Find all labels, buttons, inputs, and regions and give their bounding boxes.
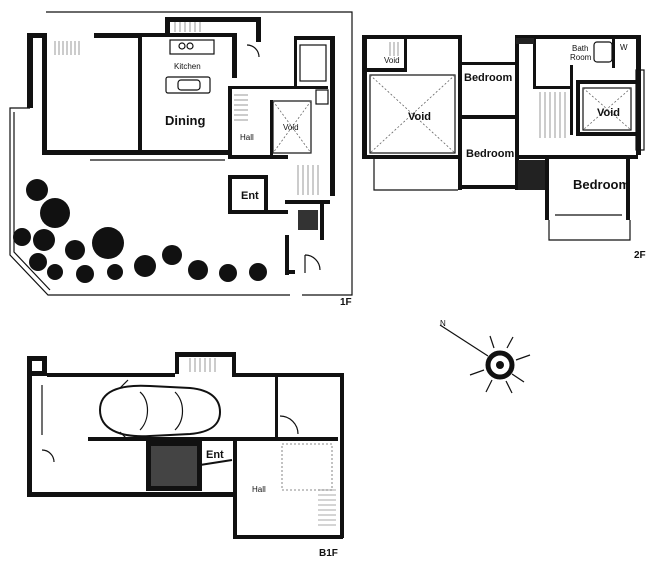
room-label-kitchen: Kitchen: [174, 62, 201, 71]
car-icon: [98, 379, 222, 441]
floor-b1f: Ent Hall B1F: [27, 352, 344, 559]
room-label-ent: Ent: [241, 190, 259, 202]
north-compass-icon: N: [439, 319, 531, 394]
garden-trees: [13, 179, 267, 283]
room-label-hall: Hall: [240, 133, 254, 142]
floor-2f: Void Void Bedroom Bedroom Bedroom Void B…: [362, 35, 646, 261]
floor-label-2f: 2F: [634, 250, 646, 261]
room-label-void-large: Void: [408, 111, 431, 123]
floor-label-b1f: B1F: [319, 548, 338, 559]
room-label-b1-hall: Hall: [252, 485, 266, 494]
room-label-w: W: [620, 43, 628, 52]
room-label-void-small: Void: [384, 56, 400, 65]
room-label-void: Void: [283, 123, 299, 132]
room-label-bedroom-mid: Bedroom: [466, 148, 515, 160]
floor-label-1f: 1F: [340, 297, 352, 308]
room-label-bedroom-right: Bedroom: [573, 177, 630, 192]
room-label-bath-line1: Bath: [572, 44, 588, 53]
floor-1f: Kitchen Dining Hall Void Ent 1F: [9, 11, 353, 308]
room-label-bedroom-top: Bedroom: [464, 72, 513, 84]
room-label-bath-line2: Room: [570, 53, 592, 62]
room-label-b1-ent: Ent: [206, 449, 224, 461]
compass-north-label: N: [440, 319, 446, 328]
room-label-dining: Dining: [165, 113, 205, 128]
room-label-void-right: Void: [597, 107, 620, 119]
